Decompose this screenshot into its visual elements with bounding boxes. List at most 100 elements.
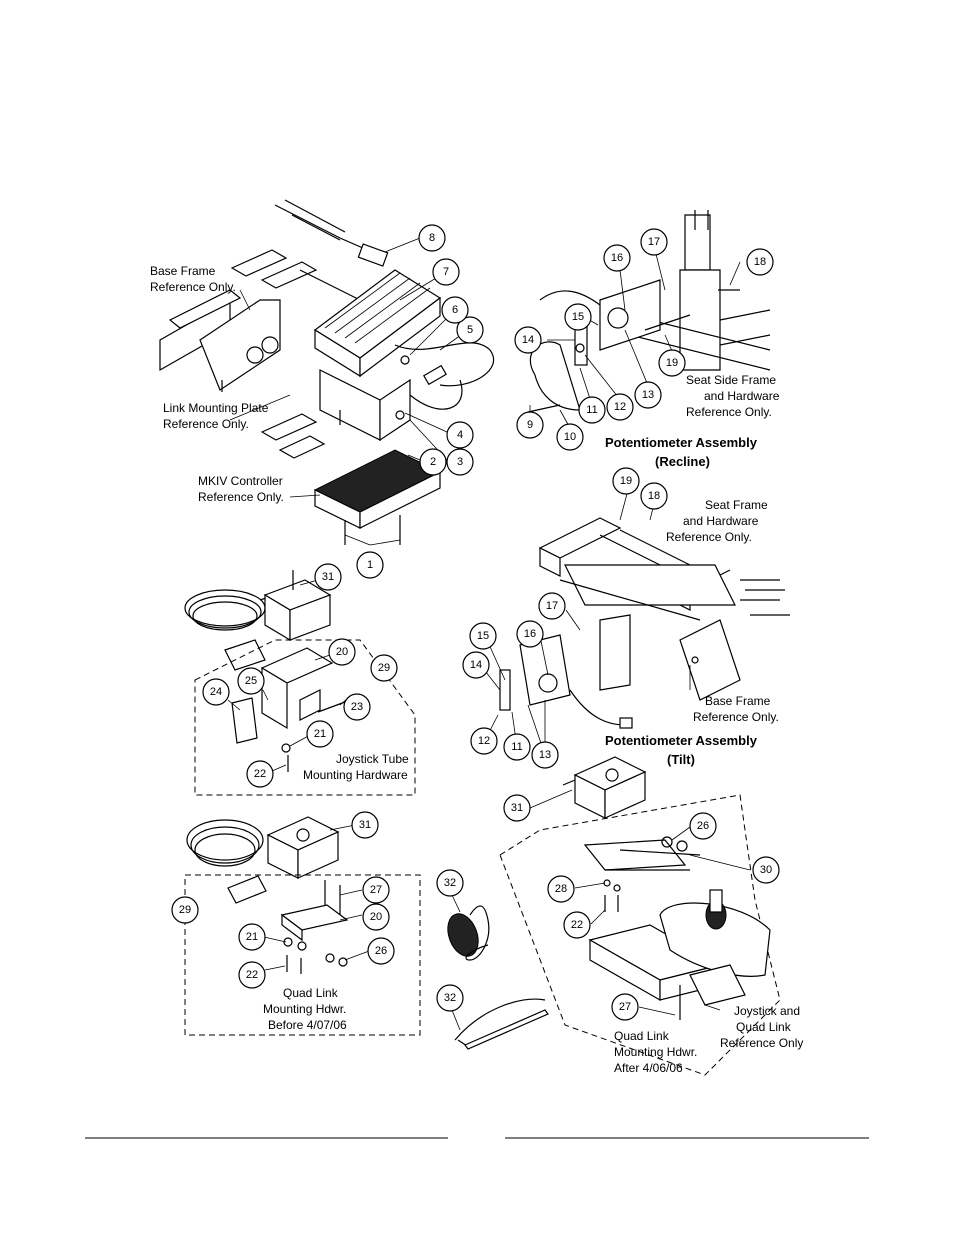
- label-base-frame-tilt: Base Frame: [705, 694, 771, 708]
- callout-p32a: 32: [436, 869, 464, 897]
- svg-text:11: 11: [511, 741, 522, 753]
- svg-text:31: 31: [359, 819, 371, 831]
- label-joystick-tube: Joystick Tube: [336, 752, 409, 766]
- label-pot-tilt: Potentiometer Assembly: [605, 733, 758, 748]
- label-seat-side-2: and Hardware: [704, 389, 780, 403]
- svg-text:31: 31: [322, 571, 334, 583]
- label-joystick-quad-2: Quad Link: [736, 1020, 792, 1034]
- callout-q20: 20: [362, 903, 390, 931]
- label-pot-tilt-2: (Tilt): [667, 752, 695, 767]
- svg-text:18: 18: [648, 490, 660, 502]
- callout-t17: 17: [538, 592, 566, 620]
- svg-text:25: 25: [245, 675, 257, 687]
- callout-q22: 22: [238, 961, 266, 989]
- label-joystick-quad-3: Reference Only: [720, 1036, 803, 1050]
- svg-text:15: 15: [572, 311, 584, 323]
- label-mkiv: MKIV Controller: [198, 474, 283, 488]
- callout-2: 2: [419, 448, 447, 476]
- svg-text:1: 1: [367, 559, 373, 571]
- label-seat-frame-3: Reference Only.: [666, 530, 752, 544]
- callout-6: 6: [441, 296, 469, 324]
- callout-r18: 18: [746, 248, 774, 276]
- svg-text:26: 26: [375, 945, 387, 957]
- callout-j25: 25: [237, 667, 265, 695]
- callout-a28: 28: [547, 875, 575, 903]
- label-pot-recline-2: (Recline): [655, 454, 710, 469]
- recline-assembly: [527, 210, 771, 429]
- svg-text:12: 12: [478, 735, 490, 747]
- callout-t15: 15: [469, 622, 497, 650]
- svg-text:22: 22: [246, 969, 258, 981]
- svg-text:6: 6: [452, 304, 458, 316]
- diagram-labels: Base Frame Reference Only. Link Mounting…: [150, 264, 803, 1075]
- callout-r9: 9: [516, 411, 544, 439]
- joystick-tube-assembly: [184, 570, 416, 796]
- label-base-frame: Base Frame: [150, 264, 216, 278]
- svg-text:27: 27: [370, 884, 382, 896]
- callout-t12: 12: [470, 727, 498, 755]
- svg-text:8: 8: [429, 232, 435, 244]
- label-seat-frame-2: and Hardware: [683, 514, 759, 528]
- callout-j21: 21: [306, 720, 334, 748]
- svg-text:32: 32: [444, 877, 456, 889]
- callout-r17: 17: [640, 228, 668, 256]
- quad-link-before-assembly: [184, 816, 421, 1036]
- svg-text:19: 19: [620, 475, 632, 487]
- svg-text:19: 19: [666, 357, 678, 369]
- callout-r16: 16: [603, 244, 631, 272]
- svg-text:18: 18: [754, 256, 766, 268]
- callout-j31: 31: [314, 563, 342, 591]
- svg-text:22: 22: [254, 768, 266, 780]
- svg-text:14: 14: [470, 659, 482, 671]
- callout-q27: 27: [362, 876, 390, 904]
- callout-p32b: 32: [436, 984, 464, 1012]
- callout-r14: 14: [514, 326, 542, 354]
- callout-t13: 13: [531, 741, 559, 769]
- label-seat-frame: Seat Frame: [705, 498, 768, 512]
- label-quad-before-3: Before 4/07/06: [268, 1018, 347, 1032]
- callout-r12: 12: [606, 393, 634, 421]
- svg-text:20: 20: [336, 646, 348, 658]
- callout-q26: 26: [367, 937, 395, 965]
- callout-t19: 19: [612, 467, 640, 495]
- callout-j22: 22: [246, 760, 274, 788]
- svg-text:16: 16: [524, 628, 536, 640]
- svg-text:32: 32: [444, 992, 456, 1004]
- svg-text:5: 5: [467, 324, 473, 336]
- svg-text:12: 12: [614, 401, 626, 413]
- callout-q31: 31: [351, 811, 379, 839]
- callout-7: 7: [432, 258, 460, 286]
- callout-a30: 30: [752, 856, 780, 884]
- label-quad-after-3: After 4/06/06: [614, 1061, 683, 1075]
- callout-a26: 26: [689, 812, 717, 840]
- controller-assembly: [159, 199, 495, 546]
- callout-t16: 16: [516, 620, 544, 648]
- callout-a22: 22: [563, 911, 591, 939]
- svg-text:22: 22: [571, 919, 583, 931]
- callout-a31: 31: [503, 794, 531, 822]
- svg-text:10: 10: [564, 431, 576, 443]
- svg-text:14: 14: [522, 334, 534, 346]
- svg-text:3: 3: [457, 456, 463, 468]
- svg-text:9: 9: [527, 419, 533, 431]
- svg-text:4: 4: [457, 429, 463, 441]
- label-quad-after-2: Mounting Hdwr.: [614, 1045, 697, 1059]
- callout-r11: 11: [578, 396, 606, 424]
- callout-r19: 19: [658, 349, 686, 377]
- svg-text:21: 21: [246, 931, 258, 943]
- label-quad-before-2: Mounting Hdwr.: [263, 1002, 346, 1016]
- svg-text:21: 21: [314, 728, 326, 740]
- label-base-frame-tilt-ref: Reference Only.: [693, 710, 779, 724]
- label-quad-after: Quad Link: [614, 1029, 670, 1043]
- callout-r13: 13: [634, 381, 662, 409]
- callout-5: 5: [456, 316, 484, 344]
- callout-j24: 24: [202, 678, 230, 706]
- svg-text:11: 11: [586, 404, 597, 416]
- label-link-plate-ref: Reference Only.: [163, 417, 249, 431]
- callout-j23: 23: [343, 693, 371, 721]
- tilt-assembly: [481, 489, 790, 756]
- callout-a27: 27: [611, 993, 639, 1021]
- label-pot-recline: Potentiometer Assembly: [605, 435, 758, 450]
- svg-text:28: 28: [555, 883, 567, 895]
